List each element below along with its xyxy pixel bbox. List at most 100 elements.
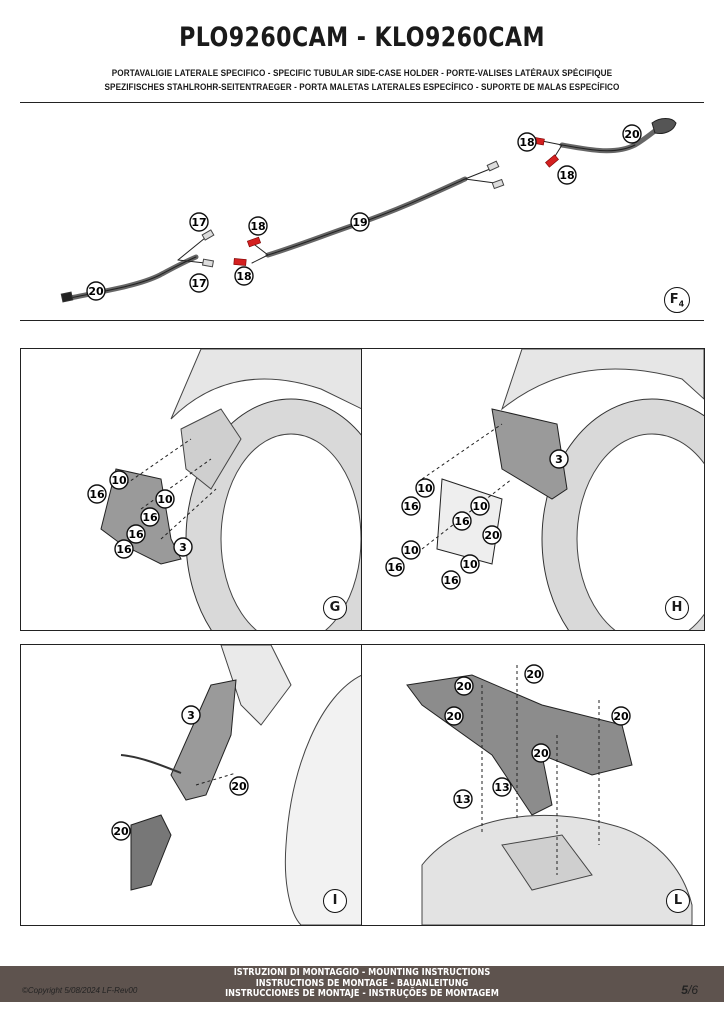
- svg-text:18: 18: [250, 220, 265, 233]
- subtitle-line-1: PORTAVALIGIE LATERALE SPECIFICO - SPECIF…: [111, 68, 613, 79]
- callout-20-c: 20: [444, 706, 464, 726]
- svg-text:16: 16: [403, 500, 419, 513]
- callout-3: 3: [173, 537, 193, 557]
- page-total: /6: [687, 983, 698, 997]
- callout-10-b: 10: [470, 496, 490, 516]
- page-number: 5/6: [681, 983, 698, 997]
- callout-10-a: 10: [415, 478, 435, 498]
- callout-16-b: 16: [140, 507, 160, 527]
- document-title: PLO9260CAM - KLO9260CAM: [179, 22, 545, 53]
- panel-l: 20 20 20 20 20 13 13 L: [361, 644, 705, 926]
- svg-text:20: 20: [88, 285, 104, 298]
- callout-20-right: 20: [622, 124, 642, 144]
- footer-text: ISTRUZIONI DI MONTAGGIO - MOUNTING INSTR…: [51, 967, 674, 1000]
- callout-13-a: 13: [453, 789, 473, 809]
- svg-text:3: 3: [555, 453, 563, 466]
- callout-20-d: 20: [611, 706, 631, 726]
- svg-text:10: 10: [157, 493, 173, 506]
- callout-16-a: 16: [87, 484, 107, 504]
- svg-text:18: 18: [236, 270, 251, 283]
- svg-text:13: 13: [494, 781, 509, 794]
- callout-18-b: 18: [234, 266, 254, 286]
- callout-20-e: 20: [531, 743, 551, 763]
- callout-10-b: 10: [155, 489, 175, 509]
- footer-line-1: ISTRUZIONI DI MONTAGGIO - MOUNTING INSTR…: [233, 967, 491, 978]
- callout-13-b: 13: [492, 777, 512, 797]
- figure-label-f4: F4: [664, 287, 690, 313]
- callout-16-c: 16: [126, 524, 146, 544]
- callout-10-a: 10: [109, 470, 129, 490]
- panel-letter-g: G: [323, 596, 347, 620]
- callout-18-c: 18: [517, 132, 537, 152]
- panel-l-drawing: 20 20 20 20 20 13 13: [406, 664, 693, 925]
- callout-17-bottom: 17: [189, 273, 209, 293]
- svg-text:16: 16: [142, 511, 158, 524]
- callout-16-c: 16: [385, 557, 405, 577]
- subtitle-line-2: SPEZIFISCHES STAHLROHR-SEITENTRAEGER - P…: [104, 82, 620, 93]
- svg-text:20: 20: [533, 747, 549, 760]
- svg-text:10: 10: [462, 558, 478, 571]
- callout-19: 19: [350, 212, 370, 232]
- svg-text:18: 18: [559, 169, 574, 182]
- svg-text:16: 16: [89, 488, 105, 501]
- callout-16-d: 16: [441, 570, 461, 590]
- svg-text:20: 20: [484, 529, 500, 542]
- svg-text:20: 20: [113, 825, 129, 838]
- copyright-text: ©Copyright 5/08/2024 LF-Rev00: [22, 986, 138, 995]
- svg-text:20: 20: [456, 680, 472, 693]
- svg-text:19: 19: [352, 216, 367, 229]
- panel-h: 3 10 16 10 16 20 10 16 10 16 H: [361, 348, 705, 631]
- callout-17-top: 17: [189, 212, 209, 232]
- footer-bar: ISTRUZIONI DI MONTAGGIO - MOUNTING INSTR…: [0, 966, 724, 1002]
- callout-3: 3: [549, 449, 569, 469]
- section-divider: [20, 320, 704, 321]
- panel-g-drawing: 16 10 16 10 16 16 3: [87, 349, 362, 630]
- svg-text:17: 17: [191, 216, 206, 229]
- panel-h-drawing: 3 10 16 10 16 20 10 16 10 16: [385, 349, 704, 630]
- svg-text:16: 16: [454, 515, 470, 528]
- callout-18-d: 18: [557, 165, 577, 185]
- footer-line-2: INSTRUCTIONS DE MONTAGE - BAUANLEITUNG: [255, 977, 469, 989]
- callout-20-a: 20: [454, 676, 474, 696]
- panel-i-drawing: 3 20 20: [111, 645, 362, 925]
- panel-letter-i: I: [323, 889, 347, 913]
- svg-text:16: 16: [116, 543, 132, 556]
- svg-text:16: 16: [128, 528, 144, 541]
- panel-i: 3 20 20 I: [20, 644, 363, 926]
- svg-text:13: 13: [455, 793, 470, 806]
- svg-text:18: 18: [519, 136, 534, 149]
- page-current: 5: [681, 983, 688, 997]
- callout-18-a: 18: [248, 216, 268, 236]
- svg-text:17: 17: [191, 277, 206, 290]
- callout-20-left: 20: [86, 281, 106, 301]
- callout-20-b: 20: [111, 821, 131, 841]
- panel-g: 16 10 16 10 16 16 3 G: [20, 348, 363, 631]
- svg-text:20: 20: [446, 710, 462, 723]
- svg-text:10: 10: [403, 544, 419, 557]
- callout-10-c: 10: [401, 540, 421, 560]
- callout-16-d: 16: [114, 539, 134, 559]
- footer-line-3: INSTRUCCIONES DE MONTAJE - INSTRUÇÕES DE…: [225, 988, 499, 999]
- panel-letter-h: H: [665, 596, 689, 620]
- svg-text:10: 10: [417, 482, 433, 495]
- svg-text:10: 10: [111, 474, 127, 487]
- callout-16-b: 16: [452, 511, 472, 531]
- callout-10-d: 10: [460, 554, 480, 574]
- header-divider: [20, 102, 704, 103]
- svg-text:10: 10: [472, 500, 488, 513]
- callout-20-b: 20: [524, 664, 544, 684]
- svg-text:20: 20: [613, 710, 629, 723]
- svg-text:20: 20: [526, 668, 542, 681]
- callout-20-a: 20: [229, 776, 249, 796]
- panel-letter-l: L: [666, 889, 690, 913]
- wiring-diagram: 17 17 18 18 18 18 19 20 20: [60, 118, 677, 303]
- svg-text:20: 20: [231, 780, 247, 793]
- callout-16-a: 16: [401, 496, 421, 516]
- svg-text:20: 20: [624, 128, 640, 141]
- svg-text:16: 16: [387, 561, 403, 574]
- svg-text:3: 3: [187, 709, 195, 722]
- callout-20: 20: [482, 525, 502, 545]
- svg-text:16: 16: [443, 574, 459, 587]
- svg-text:3: 3: [179, 541, 187, 554]
- callout-3: 3: [181, 705, 201, 725]
